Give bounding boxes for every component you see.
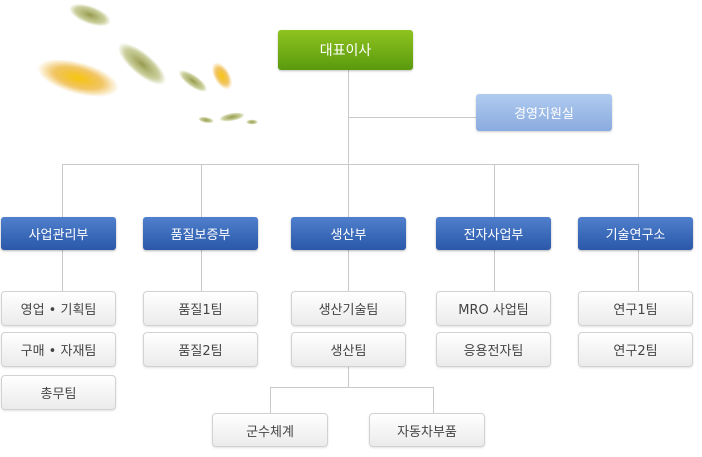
leaf-icon — [246, 119, 258, 125]
team-node: MRO 사업팀 — [436, 291, 551, 326]
department-node: 기술연구소 — [578, 217, 693, 250]
leaf-icon — [37, 59, 119, 97]
leaf-icon — [219, 112, 245, 122]
team-node: 품질1팀 — [143, 291, 258, 326]
connector-dept-3-teams — [348, 250, 349, 291]
team-node: 품질2팀 — [143, 332, 258, 367]
leaf-icon — [117, 42, 167, 86]
connector-subteams-trunk — [348, 367, 349, 387]
connector-dept-1-teams — [62, 250, 63, 291]
leaves-decoration — [37, 3, 258, 125]
connector-dept-1 — [62, 164, 63, 217]
department-node: 품질보증부 — [143, 217, 258, 250]
team-node: 영업 • 기획팀 — [1, 291, 116, 326]
team-node: 연구2팀 — [578, 332, 693, 367]
connector-subteam-1 — [270, 387, 271, 413]
management-support-node: 경영지원실 — [476, 94, 612, 131]
leaf-icon — [69, 3, 111, 27]
department-node: 생산부 — [291, 217, 406, 250]
department-node: 사업관리부 — [1, 217, 116, 250]
team-node: 연구1팀 — [578, 291, 693, 326]
sub-team-node: 군수체계 — [212, 413, 328, 447]
connector-subteams-bar — [270, 387, 433, 388]
ceo-node: 대표이사 — [278, 30, 413, 70]
connector-dept-2-teams — [201, 250, 202, 291]
team-node: 구매 • 자재팀 — [1, 332, 116, 367]
connector-subteam-2 — [433, 387, 434, 413]
team-node: 총무팀 — [1, 375, 116, 410]
team-node: 응용전자팀 — [436, 332, 551, 367]
team-node: 생산기술팀 — [291, 291, 406, 326]
connector-dept-4 — [494, 164, 495, 217]
connector-dept-2 — [201, 164, 202, 217]
connector-dept-4-teams — [494, 250, 495, 291]
connector-dept-5 — [638, 164, 639, 217]
connector-staff — [348, 117, 476, 118]
connector-dept-5-teams — [638, 250, 639, 291]
connector-departments-bar — [62, 164, 639, 165]
leaf-icon — [211, 62, 233, 90]
leaf-icon — [198, 116, 214, 124]
connector-dept-3 — [348, 164, 349, 217]
department-node: 전자사업부 — [436, 217, 551, 250]
sub-team-node: 자동차부품 — [369, 413, 485, 447]
team-node: 생산팀 — [291, 332, 406, 367]
leaf-icon — [178, 70, 208, 92]
